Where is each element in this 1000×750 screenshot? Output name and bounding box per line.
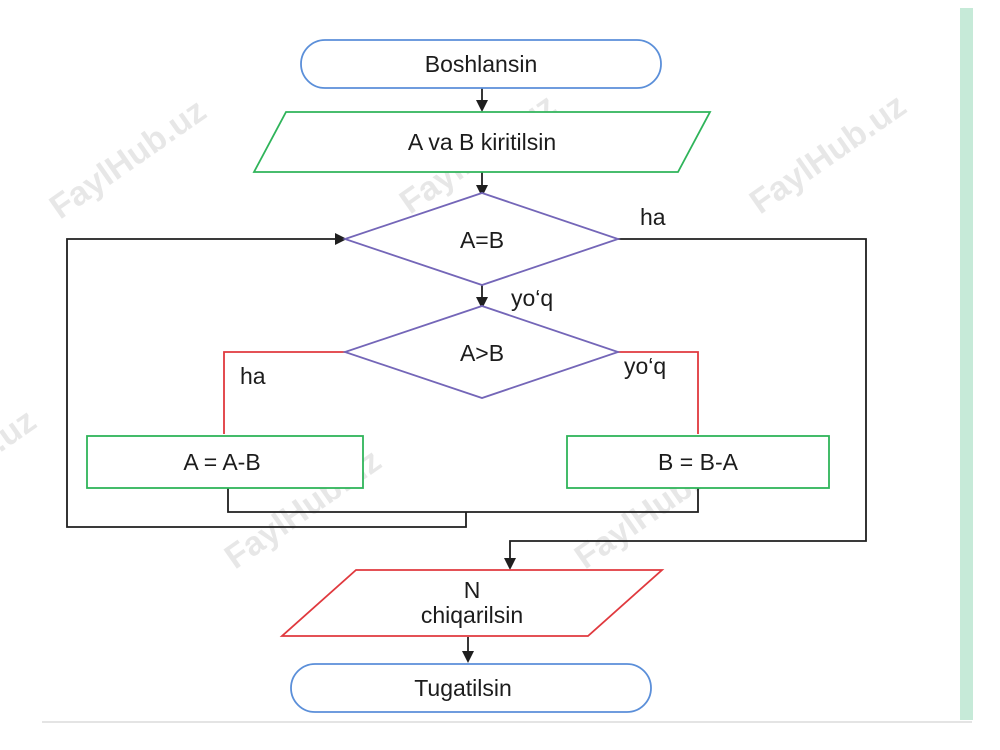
decision-greater-label: A>B (460, 340, 504, 366)
line-merge (227, 488, 699, 513)
side-strip (960, 8, 973, 720)
assign-a-label: A = A-B (183, 449, 260, 475)
end-label: Tugatilsin (414, 675, 512, 701)
watermark: FaylHub.uz (43, 91, 213, 226)
input-label: A va B kiritilsin (408, 129, 556, 155)
watermark: FaylHub.uz (743, 86, 913, 221)
process-assign-a: A = A-B (86, 435, 364, 489)
end-terminal: Tugatilsin (290, 663, 652, 713)
process-assign-b: B = B-A (566, 435, 830, 489)
decision-greater: A>B (342, 305, 621, 399)
line-no-branch (618, 351, 699, 434)
bottom-divider (42, 721, 972, 723)
input-block: A va B kiritilsin (252, 111, 712, 173)
label-yes-equal: ha (640, 204, 666, 230)
label-no-equal: yo‘q (511, 285, 553, 311)
line-yes-to-output (504, 238, 867, 570)
label-no-greater: yo‘q (624, 353, 666, 379)
decision-equal: A=B (342, 192, 621, 286)
output-line2: chiqarilsin (421, 602, 523, 628)
watermark: FaylHub.uz (0, 401, 43, 536)
line-yes-branch (223, 351, 345, 434)
start-label: Boshlansin (425, 51, 538, 77)
start-terminal: Boshlansin (300, 39, 662, 89)
assign-b-label: B = B-A (658, 449, 739, 475)
decision-equal-label: A=B (460, 227, 504, 253)
connectors (66, 88, 867, 663)
output-block: N chiqarilsin (279, 569, 665, 637)
label-yes-greater: ha (240, 363, 266, 389)
output-line1: N (464, 577, 481, 603)
loop-back-arrow (66, 233, 467, 528)
